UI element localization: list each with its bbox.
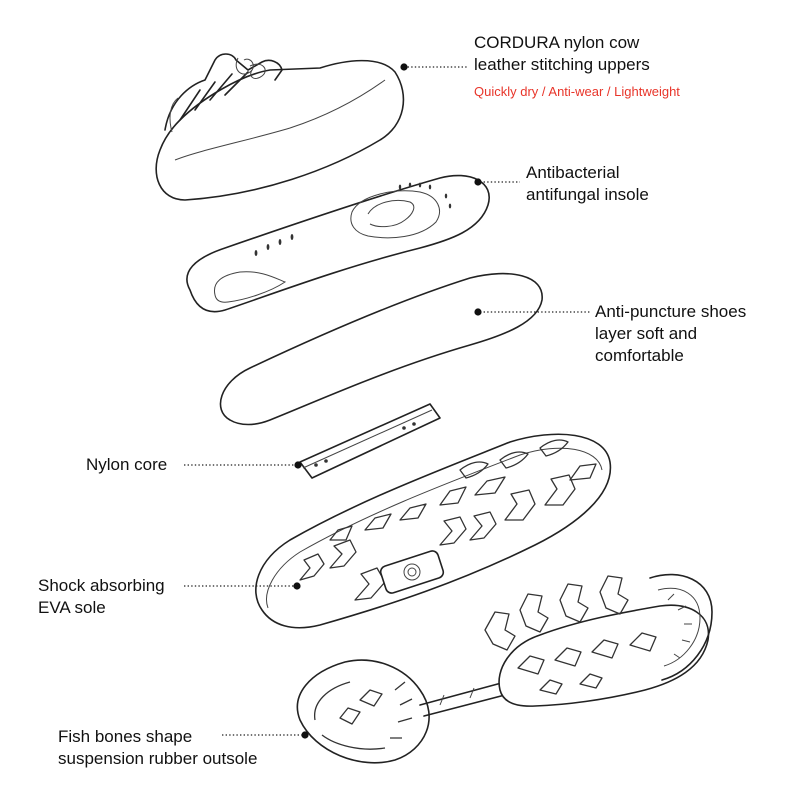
callout-anti-puncture-line-1: Anti-puncture shoes	[595, 302, 747, 321]
insole-layer	[186, 174, 490, 313]
callout-eva-sole-line-2: EVA sole	[38, 598, 106, 617]
eva-sole-layer	[255, 433, 612, 629]
callout-eva-sole: Shock absorbing EVA sole	[38, 575, 165, 619]
callout-upper-line-2: leather stitching uppers	[474, 55, 650, 74]
callout-anti-puncture-line-2: layer soft and	[595, 324, 698, 343]
callout-outsole-line-2: suspension rubber outsole	[58, 749, 258, 768]
callout-anti-puncture-line-3: comfortable	[595, 346, 684, 365]
callout-outsole-line-1: Fish bones shape	[58, 727, 193, 746]
callout-nylon-core-line-1: Nylon core	[86, 455, 168, 474]
callout-insole: Antibacterial antifungal insole	[526, 162, 649, 206]
callout-upper-note: Quickly dry / Anti-wear / Lightweight	[474, 84, 680, 99]
callout-upper: CORDURA nylon cow leather stitching uppe…	[474, 32, 650, 76]
callout-eva-sole-line-1: Shock absorbing	[38, 576, 165, 595]
callout-upper-line-1: CORDURA nylon cow	[474, 33, 640, 52]
callout-nylon-core: Nylon core	[86, 454, 167, 476]
upper-layer	[155, 53, 405, 201]
nylon-core-layer	[299, 403, 441, 479]
callout-outsole: Fish bones shape suspension rubber outso…	[58, 726, 257, 770]
anti-puncture-layer	[219, 272, 543, 426]
outsole-layer	[296, 573, 713, 764]
callout-insole-line-1: Antibacterial	[526, 163, 620, 182]
leader-lines	[184, 63, 590, 739]
callout-anti-puncture: Anti-puncture shoes layer soft and comfo…	[595, 301, 746, 367]
callout-insole-line-2: antifungal insole	[526, 185, 649, 204]
